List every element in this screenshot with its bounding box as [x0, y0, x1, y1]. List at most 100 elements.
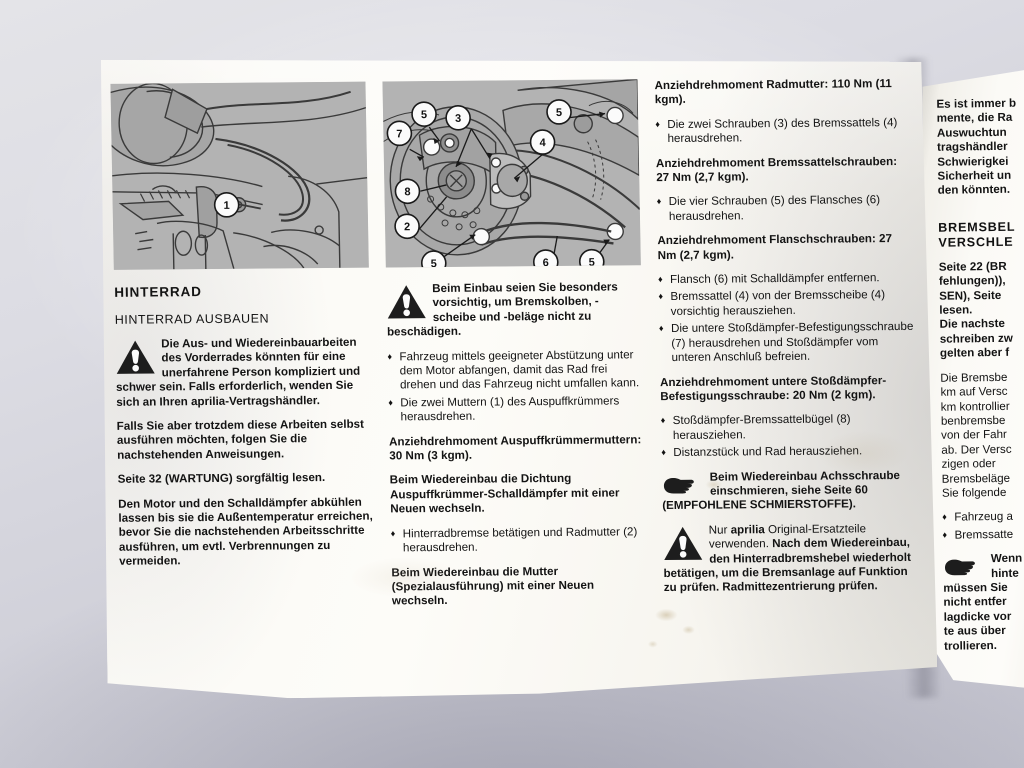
text-line: km kontrollier [940, 399, 1010, 414]
footer-page-number: 40 [136, 735, 152, 751]
list-item: Hinterradbremse betätigen und Radmutter … [391, 525, 647, 556]
middle-bullets-1: Fahrzeug mittels geeigneter Abstützung u… [387, 348, 643, 425]
manual-page-right-partial: Es ist immer b mente, die Ra Auswuchtun … [922, 66, 1024, 693]
text-line: SEN), Seite [939, 288, 1002, 303]
torque-spec-flange-screws: Anziehdrehmoment Flanschschrauben: 27 Nm… [657, 232, 893, 262]
list-item: Die zwei Muttern (1) des Auspuffkrümmers… [388, 394, 644, 425]
right-page-footer-rule [945, 716, 1024, 720]
pointing-hand-icon [662, 473, 704, 497]
right-page-paragraph-1: Es ist immer b mente, die Ra Auswuchtun … [936, 96, 1024, 199]
figure-rear-wheel-exhaust: 1 [110, 82, 368, 270]
text-line: mente, die Ra [936, 111, 1013, 126]
right-bullets-2: Die vier Schrauben (5) des Flansches (6)… [657, 193, 913, 224]
paragraph-falls-sie: Falls Sie aber trotzdem diese Arbeiten s… [116, 417, 365, 462]
text-line: Wenn [990, 551, 1023, 566]
brand-aprilia: aprilia [730, 522, 765, 537]
torque-spec-shock-screw: Anziehdrehmoment untere Stoßdämpfer-Befe… [659, 373, 887, 403]
paragraph-gasket-replace: Beim Wiedereinbau die Dichtung Auspuffkr… [389, 472, 620, 516]
text-line: Bremsbeläge [941, 471, 1011, 486]
callout-5b: 5 [547, 100, 571, 124]
paragraph-motor-abkuehlen: Den Motor und den Schalldämpfer abkühlen… [118, 495, 373, 569]
warning-triangle-icon [663, 524, 704, 562]
svg-text:3: 3 [455, 113, 461, 125]
callout-7: 7 [387, 121, 411, 145]
text-line: Auswuchtun [936, 125, 1007, 140]
text-line: lesen. [939, 303, 973, 317]
footer-model: Leonardo 125 - Leonardo 150 [249, 737, 380, 749]
warning-note-genuine-parts: Nur aprilia Original-Ersatzteile verwend… [663, 522, 919, 596]
torque-spec-exhaust-nuts: Anziehdrehmoment Auspuffkrümmermuttern: … [388, 432, 642, 463]
section-title: HINTERRAD [114, 284, 203, 300]
figure-2-lineart: 7 5 3 5 4 8 2 5 6 5 [382, 79, 640, 267]
column-2: 7 5 3 5 4 8 2 5 6 5 [382, 79, 647, 619]
footer-divider [136, 720, 936, 728]
text-line: Schwierigkei [937, 154, 1009, 169]
callout-8: 8 [395, 179, 419, 203]
column-3: Anziehdrehmoment Radmutter: 110 Nm (11 k… [654, 77, 919, 617]
text-line: tragshändler [937, 140, 1008, 155]
list-item: Die untere Stoßdämpfer-Befestigungsschra… [659, 320, 915, 365]
warning-note-2: Beim Einbau seien Sie besonders vorsicht… [386, 280, 642, 340]
callout-1: 1 [214, 193, 238, 217]
list-item: Bremssattel (4) von der Bremsscheibe (4)… [658, 288, 914, 319]
right-bullets-4: Stoßdämpfer-Bremssattelbügel (8) herausz… [661, 412, 917, 460]
manual-page-left: 1 HINTERRAD HINTERRAD AUSBAUEN [96, 53, 938, 700]
callout-3: 3 [446, 106, 470, 130]
text-line: schreiben zw [939, 331, 1013, 346]
right-page-paragraph-3: Die Bremsbe km auf Versc km kontrollier … [940, 369, 1024, 501]
text-line: den könnten. [937, 183, 1011, 198]
callout-2: 2 [395, 214, 419, 238]
list-item: Bremssatte [942, 526, 1024, 543]
callout-4: 4 [530, 130, 554, 154]
figure-callouts: 7 5 3 5 4 8 2 5 6 5 [387, 100, 604, 268]
paragraph-seite-32: Seite 32 (WARTUNG) sorgfältig lesen. [117, 471, 326, 487]
right-bullets-3: Flansch (6) mit Schalldämpfer entfernen.… [658, 271, 915, 366]
right-page-text-block: Es ist immer b mente, die Ra Auswuchtun … [936, 96, 1024, 668]
footer-doc-title: Betriebsanleitung [165, 738, 236, 750]
warning-note-1: Die Aus- und Wiedereinbauarbeiten des Vo… [115, 336, 371, 410]
text-line: nicht entfer [943, 595, 1007, 610]
warning-triangle-icon [115, 338, 156, 376]
text-line: Sie folgende [941, 485, 1007, 500]
text-line: VERSCHLE [938, 234, 1014, 250]
list-item: Distanzstück und Rad herausziehen. [661, 444, 916, 461]
text-line: zigen oder [941, 457, 996, 471]
text-line: Sicherheit un [937, 168, 1012, 183]
callout-5c: 5 [422, 251, 446, 268]
svg-text:5: 5 [421, 109, 427, 121]
svg-text:7: 7 [396, 128, 402, 140]
torque-spec-wheel-nut: Anziehdrehmoment Radmutter: 110 Nm (11 k… [654, 77, 892, 107]
list-item: Flansch (6) mit Schalldämpfer entfernen. [658, 271, 913, 288]
text-line: Es ist immer b [936, 96, 1017, 111]
svg-text:1: 1 [224, 200, 230, 212]
text-line: Die Bremsbe [940, 370, 1008, 385]
figure-brake-caliper-assembly: 7 5 3 5 4 8 2 5 6 5 [382, 79, 640, 267]
right-page-paragraph-2: Seite 22 (BR fehlungen)), SEN), Seite le… [939, 258, 1024, 361]
list-item: Fahrzeug a [942, 509, 1024, 526]
page-content: 1 HINTERRAD HINTERRAD AUSBAUEN [110, 77, 921, 684]
svg-text:5: 5 [556, 107, 562, 119]
list-item: Die vier Schrauben (5) des Flansches (6)… [657, 193, 913, 224]
torque-spec-caliper-screws: Anziehdrehmoment Bremssattelschrauben: 2… [655, 154, 898, 185]
text-line: km auf Versc [940, 384, 1008, 399]
right-page-heading: BREMSBEL VERSCHLE [938, 218, 1024, 250]
callout-5a: 5 [412, 102, 436, 126]
text-line: fehlungen)), [938, 274, 1006, 289]
text-line: te aus über [943, 624, 1006, 638]
list-item: Fahrzeug mittels geeigneter Abstützung u… [387, 348, 643, 393]
svg-text:8: 8 [404, 186, 410, 198]
section-subtitle: HINTERRAD AUSBAUEN [114, 311, 270, 327]
pointing-hand-icon [943, 555, 985, 580]
figure-1-lineart: 1 [110, 82, 368, 270]
text-line: BREMSBEL [938, 219, 1016, 235]
svg-text:5: 5 [589, 257, 595, 268]
list-item: Die zwei Schrauben (3) des Bremssattels … [655, 116, 911, 147]
svg-text:2: 2 [404, 221, 410, 233]
svg-text:4: 4 [539, 137, 546, 149]
text-line: ab. Der Versc [941, 442, 1012, 457]
svg-text:6: 6 [543, 257, 549, 267]
right-bullets-1: Die zwei Schrauben (3) des Bremssattels … [655, 116, 911, 147]
svg-text:5: 5 [431, 258, 437, 267]
middle-bullets-2: Hinterradbremse betätigen und Radmutter … [391, 525, 647, 556]
